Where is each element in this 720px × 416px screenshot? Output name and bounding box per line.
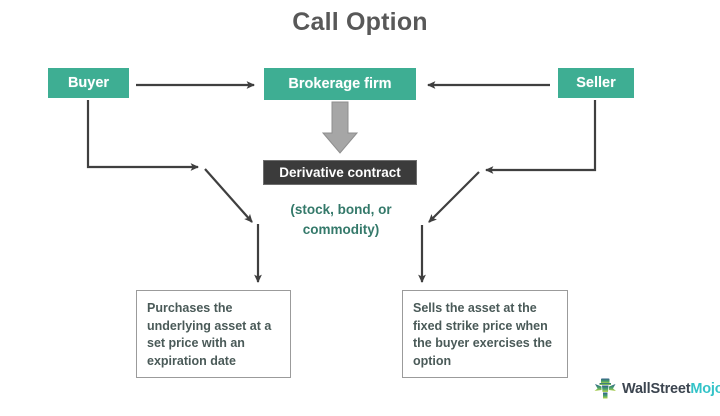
node-outcome-buyer: Purchases the underlying asset at a set … — [136, 290, 291, 378]
arrow-buyer-to-outcome — [86, 100, 262, 283]
node-underlying-asset-note: (stock, bond, or commodity) — [290, 202, 392, 237]
wallstreetmojo-bull-icon — [594, 378, 616, 399]
logo-text-part1: WallStreet — [622, 381, 691, 397]
node-outcome-seller: Sells the asset at the fixed strike pric… — [402, 290, 568, 378]
block-arrow-brokerage-to-derivative — [321, 101, 359, 154]
node-buyer[interactable]: Buyer — [48, 68, 129, 98]
node-derivative-contract[interactable]: Derivative contract — [263, 160, 417, 185]
node-brokerage-firm[interactable]: Brokerage firm — [264, 68, 416, 100]
logo-text: WallStreetMojo — [622, 381, 720, 397]
page-title: Call Option — [292, 8, 428, 36]
logo-text-part2: Mojo — [690, 381, 720, 397]
arrow-seller-to-outcome — [418, 100, 597, 283]
node-seller[interactable]: Seller — [558, 68, 634, 98]
wallstreetmojo-logo: WallStreetMojo — [592, 376, 720, 402]
